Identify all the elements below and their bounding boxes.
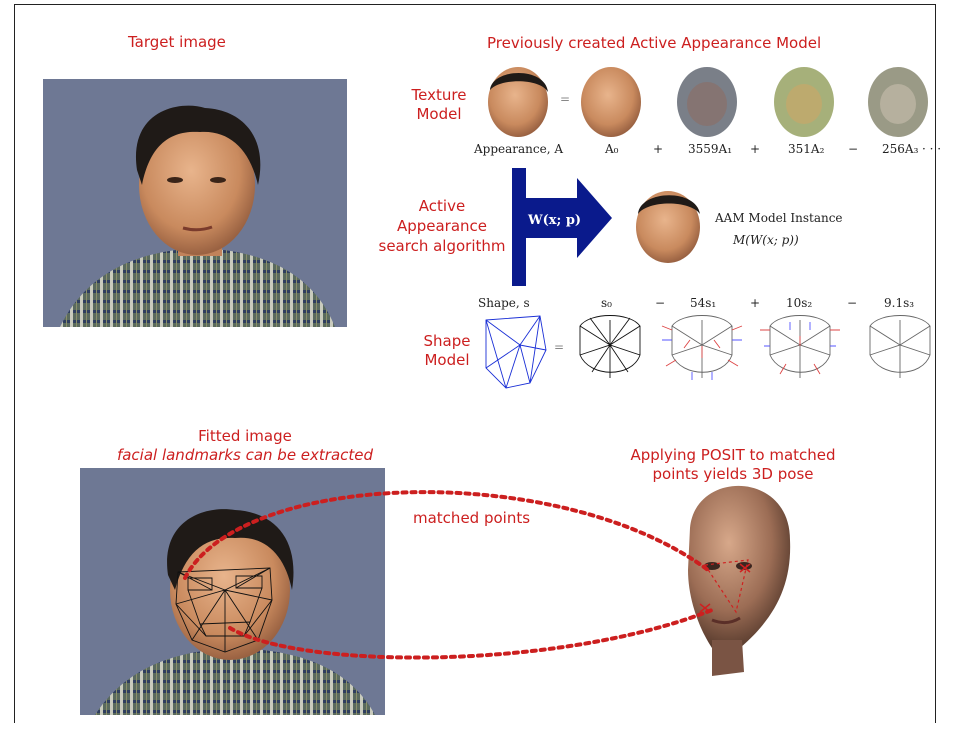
eq-op1: + (653, 142, 664, 156)
aam-instance-title: AAM Model Instance (715, 211, 843, 225)
eq-s1: 54s₁ (690, 296, 717, 310)
eq-a1: 3559A₁ (688, 142, 733, 156)
fitted-image-label-line1: Fitted image (198, 427, 292, 445)
matched-points-connectors (183, 490, 714, 660)
matched-points-label: matched points (413, 509, 531, 527)
eq-shape-op3: − (847, 296, 858, 310)
texture-model-label: Texture Model (400, 86, 478, 124)
eq-texture-equals: = (560, 92, 571, 106)
shape-mesh-modes (671, 315, 931, 378)
eq-s0: s₀ (601, 296, 612, 310)
texture-model-label-line1: Texture (411, 86, 467, 104)
target-photo (43, 79, 347, 327)
eq-op2: + (750, 142, 761, 156)
eq-appearance: Appearance, A (474, 142, 564, 156)
fitted-landmark-mesh (175, 567, 273, 653)
eq-a0: A₀ (605, 142, 619, 156)
fitted-image-label-line2: facial landmarks can be extracted (116, 446, 374, 464)
fitted-photo (80, 468, 385, 715)
search-algorithm-label: Active Appearance search algorithm (372, 196, 512, 256)
figure-frame (14, 4, 936, 723)
eq-shape: Shape, s (478, 296, 530, 310)
target-image-label: Target image (128, 33, 226, 51)
eq-shape-op1: − (655, 296, 666, 310)
texture-faces (488, 67, 928, 137)
search-arrow (512, 168, 612, 286)
eq-s2: 10s₂ (786, 296, 813, 310)
aam-instance-formula: M(W(x; p)) (733, 233, 799, 247)
posit-label: Applying POSIT to matched points yields … (600, 446, 866, 484)
texture-model-label-line2: Model (416, 105, 462, 123)
aam-instance-face (636, 191, 700, 263)
search-algorithm-label-line2: Appearance (396, 217, 488, 235)
aam-title: Previously created Active Appearance Mod… (487, 34, 822, 52)
shape-model-label-line1: Shape (423, 332, 471, 350)
posit-label-line2: points yields 3D pose (652, 465, 814, 483)
search-algorithm-label-line3: search algorithm (378, 237, 506, 255)
eq-ellipsis: · · · (922, 142, 942, 156)
eq-op3: − (848, 142, 859, 156)
shape-meshes (485, 315, 931, 389)
shape-model-label: Shape Model (412, 332, 482, 370)
shape-model-label-line2: Model (424, 351, 470, 369)
eq-a3: 256A₃ (882, 142, 919, 156)
eq-shape-op2: + (750, 296, 761, 310)
eq-shape-equals: = (554, 340, 565, 354)
eq-s3: 9.1s₃ (884, 296, 915, 310)
shape-mesh-mean (579, 315, 641, 378)
warp-arrow-label: W(x; p) (528, 213, 582, 228)
fitted-image-label: Fitted image facial landmarks can be ext… (100, 427, 390, 465)
shape-mode-vectors (661, 325, 840, 375)
shape-mode-vectors-blue (662, 322, 836, 380)
posit-label-line1: Applying POSIT to matched (630, 446, 836, 464)
search-algorithm-label-line1: Active (418, 197, 466, 215)
eq-a2: 351A₂ (788, 142, 825, 156)
shape-mesh-blue (485, 315, 547, 389)
3d-head (688, 485, 791, 676)
